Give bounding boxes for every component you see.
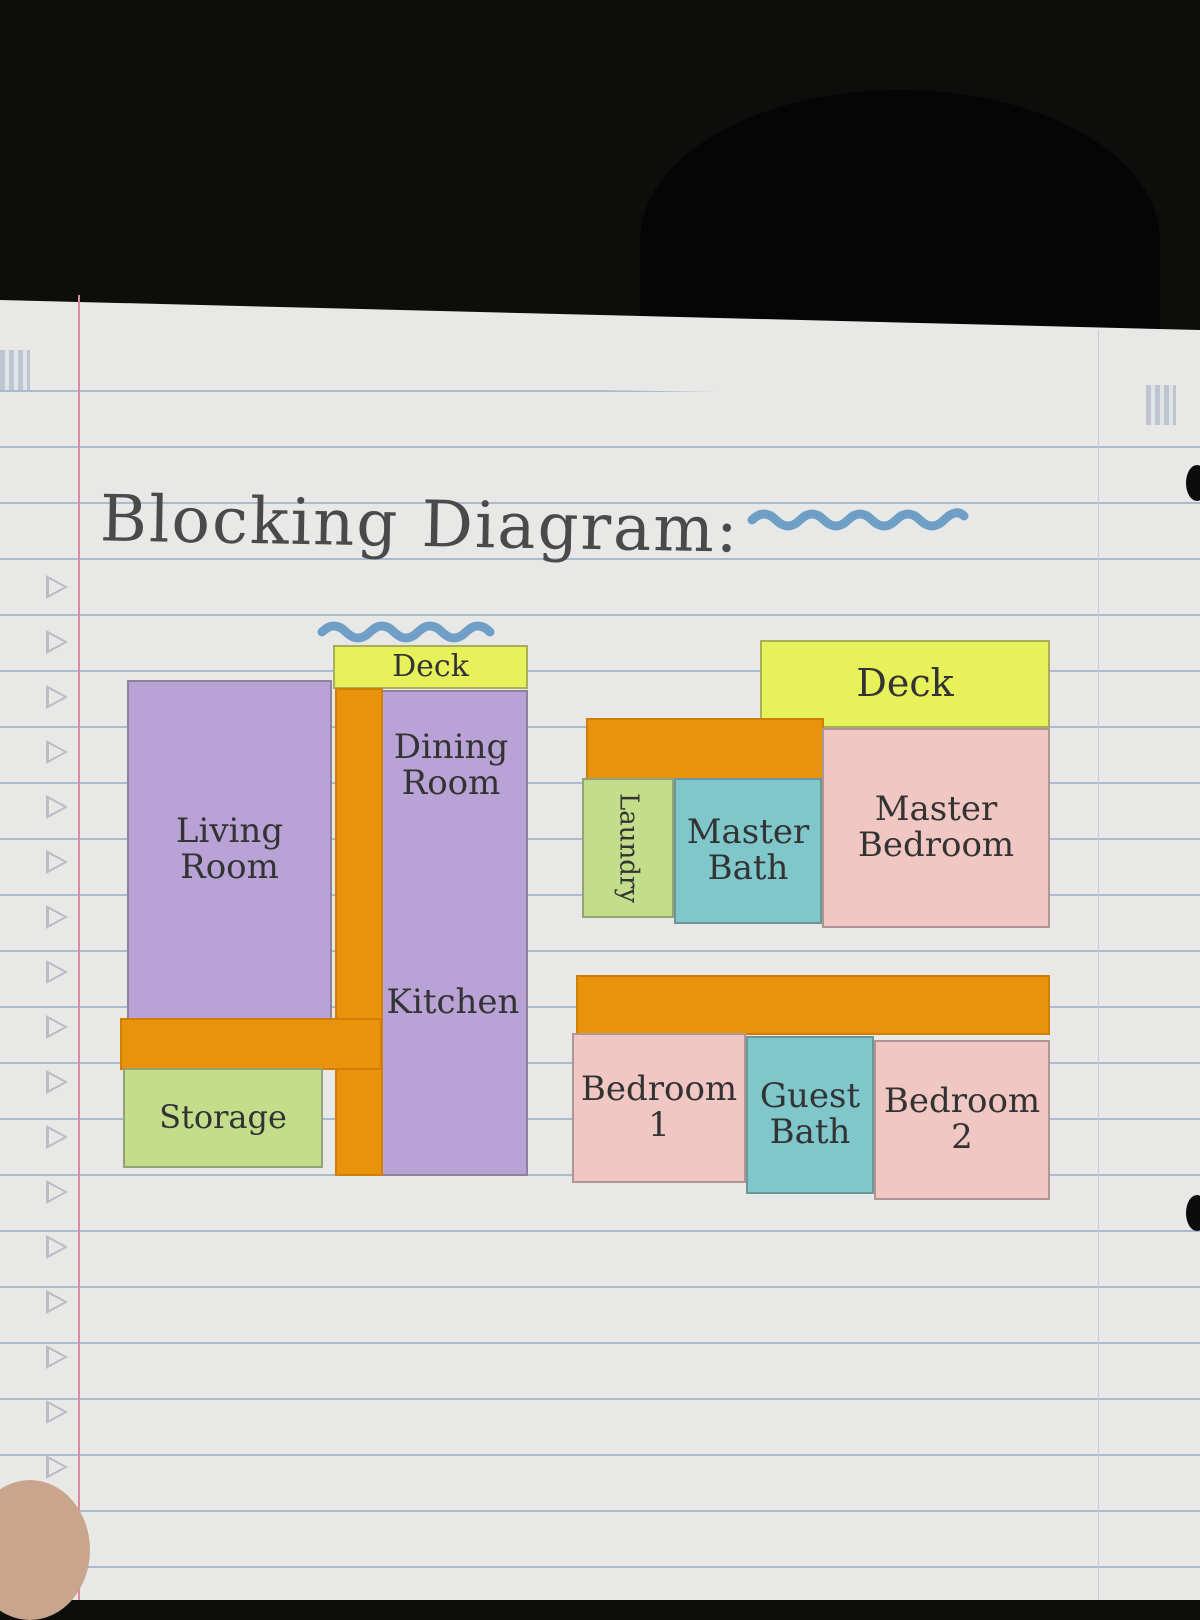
room-label: Bedroom 1 bbox=[580, 1069, 738, 1145]
right-margin-line bbox=[1098, 330, 1099, 1600]
margin-triangle-icon bbox=[46, 1345, 68, 1369]
squiggle-deck bbox=[317, 621, 495, 643]
hallway-horizontal-left bbox=[120, 1018, 382, 1070]
margin-triangle-icon bbox=[46, 905, 68, 929]
room-kitchen-label: Kitchen bbox=[386, 982, 520, 1022]
room-label: Master Bedroom bbox=[857, 789, 1015, 865]
room-dining-kitchen bbox=[380, 690, 528, 1176]
corner-code-right bbox=[1146, 385, 1176, 425]
hallway-upper-right bbox=[586, 718, 824, 780]
binder-hole bbox=[1186, 465, 1200, 501]
room-living-room: Living Room bbox=[127, 680, 332, 1020]
room-master-bath: Master Bath bbox=[674, 778, 822, 924]
margin-triangle-icon bbox=[46, 630, 68, 654]
hallway-lower-right bbox=[576, 975, 1050, 1035]
room-label: Bedroom 2 bbox=[883, 1081, 1041, 1157]
room-label: Deck bbox=[392, 649, 469, 685]
margin-triangle-icon bbox=[46, 960, 68, 984]
margin-triangle-icon bbox=[46, 1290, 68, 1314]
room-label: Master Bath bbox=[686, 812, 810, 888]
room-label: Laundry bbox=[613, 792, 644, 904]
margin-triangle-icon bbox=[46, 1400, 68, 1424]
room-storage: Storage bbox=[123, 1068, 323, 1168]
margin-triangle-icon bbox=[46, 575, 68, 599]
corner-code-left bbox=[0, 350, 30, 390]
hallway-vertical bbox=[335, 688, 383, 1176]
room-label: Deck bbox=[856, 661, 954, 706]
margin-triangle-icon bbox=[46, 1455, 68, 1479]
margin-triangle-icon bbox=[46, 1125, 68, 1149]
room-bedroom-1: Bedroom 1 bbox=[572, 1033, 746, 1183]
room-dining-room-label: Dining Room bbox=[393, 727, 509, 803]
margin-triangle-icon bbox=[46, 1180, 68, 1204]
margin-triangle-icon bbox=[46, 740, 68, 764]
room-label: Living Room bbox=[175, 811, 284, 887]
binder-hole bbox=[1186, 1195, 1200, 1231]
margin-triangle-icon bbox=[46, 795, 68, 819]
margin-triangle-icon bbox=[46, 1070, 68, 1094]
room-label: Guest Bath bbox=[759, 1076, 861, 1152]
room-master-bedroom: Master Bedroom bbox=[822, 728, 1050, 928]
room-laundry: Laundry bbox=[582, 778, 674, 918]
margin-triangle-icon bbox=[46, 850, 68, 874]
margin-triangle-icon bbox=[46, 1015, 68, 1039]
margin-triangle-icon bbox=[46, 685, 68, 709]
room-guest-bath: Guest Bath bbox=[746, 1036, 874, 1194]
room-label: Storage bbox=[159, 1098, 287, 1137]
room-deck-left: Deck bbox=[333, 645, 528, 689]
squiggle-title bbox=[747, 508, 969, 531]
room-deck-right: Deck bbox=[760, 640, 1050, 728]
room-bedroom-2: Bedroom 2 bbox=[874, 1040, 1050, 1200]
margin-line bbox=[78, 295, 80, 1600]
margin-triangle-icon bbox=[46, 1235, 68, 1259]
